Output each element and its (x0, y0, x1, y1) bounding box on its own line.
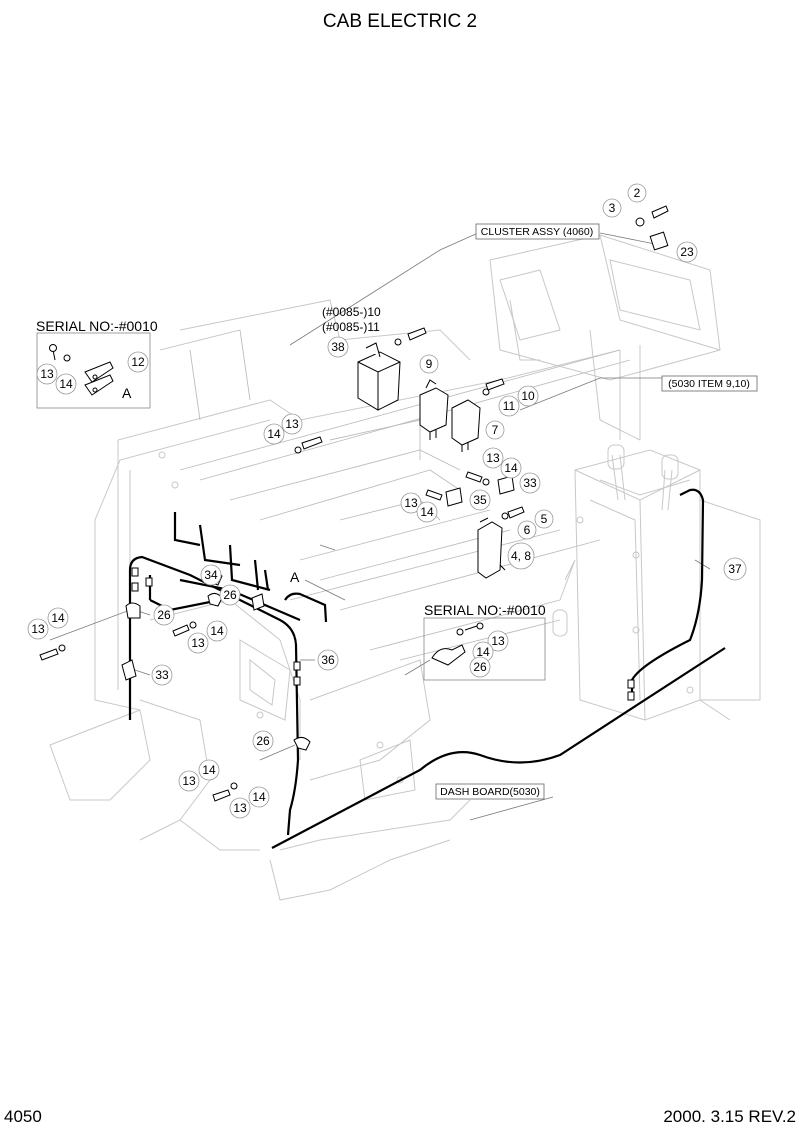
callout-5: 5 (541, 512, 548, 526)
callout-13-b: 13 (486, 451, 500, 465)
callout-2: 2 (634, 186, 641, 200)
note-dash-board: DASH BOARD(5030) (435, 783, 545, 800)
callout-14-e: 14 (51, 611, 65, 625)
callout-26-b: 26 (157, 608, 171, 622)
view-a-label-left: A (290, 569, 300, 585)
callout-23: 23 (680, 245, 694, 259)
callout-7: 7 (492, 423, 499, 437)
callout-14-d: 14 (210, 624, 224, 638)
callout-6: 6 (524, 523, 531, 537)
callout-14-inset: 14 (59, 377, 73, 391)
callout-13-mid: 13 (491, 634, 505, 648)
callout-12: 12 (131, 355, 145, 369)
callout-26-a: 26 (223, 588, 237, 602)
callout-35: 35 (473, 493, 487, 507)
callout-36: 36 (321, 653, 335, 667)
svg-text:CLUSTER ASSY (4060): CLUSTER ASSY (4060) (481, 226, 593, 238)
callout-13-c: 13 (404, 496, 418, 510)
callout-26-c: 26 (256, 734, 270, 748)
callout-13-g: 13 (233, 801, 247, 815)
callout-37: 37 (728, 562, 742, 576)
serial-callout-10: (#0085-)10 (322, 305, 381, 319)
callout-14-a: 14 (267, 427, 281, 441)
relay-4-8 (477, 517, 506, 579)
note-item-ref: (5030 ITEM 9,10) (661, 375, 758, 392)
callout-13-f: 13 (182, 774, 196, 788)
callout-14-b: 14 (504, 461, 518, 475)
callout-14-f: 14 (202, 763, 216, 777)
callout-9: 9 (426, 357, 433, 371)
callout-10: 10 (521, 389, 535, 403)
callout-34: 34 (204, 568, 218, 582)
callout-13-e: 13 (31, 622, 45, 636)
relay-38 (357, 342, 401, 411)
callout-3: 3 (609, 201, 616, 215)
diagram-title: CAB ELECTRIC 2 (323, 11, 477, 32)
callout-13-d: 13 (191, 636, 205, 650)
view-a-label-inset: A (122, 385, 132, 401)
callout-14-g: 14 (252, 790, 266, 804)
page-number: 4050 (4, 1107, 42, 1126)
serial-inset-mid (423, 617, 546, 681)
note-cluster-assy: CLUSTER ASSY (4060) (475, 223, 600, 240)
callout-14-c: 14 (420, 505, 434, 519)
callout-13-a: 13 (285, 417, 299, 431)
callout-33-a: 33 (523, 476, 537, 490)
serial-inset-top (36, 332, 151, 409)
callout-13-inset: 13 (40, 367, 54, 381)
revision-date: 2000. 3.15 REV.2 (663, 1107, 796, 1126)
callout-33-b: 33 (155, 668, 169, 682)
serial-callout-11: (#0085-)11 (322, 320, 380, 334)
callout-14-mid: 14 (476, 645, 490, 659)
svg-text:(5030 ITEM 9,10): (5030 ITEM 9,10) (668, 378, 750, 390)
relay-7 (451, 399, 481, 452)
svg-text:DASH BOARD(5030): DASH BOARD(5030) (440, 786, 540, 798)
callout-26-mid: 26 (473, 660, 487, 674)
callouts: 2 3 23 38 9 10 11 7 12 13 14 14 13 13 14… (27, 183, 747, 819)
serial-note-mid: SERIAL NO:-#0010 (424, 602, 546, 618)
callout-4-8: 4, 8 (511, 549, 531, 563)
relay-9 (419, 379, 449, 440)
callout-11: 11 (503, 399, 516, 413)
cab-frame-outline (49, 234, 761, 901)
serial-note-top: SERIAL NO:-#0010 (36, 318, 158, 334)
callout-38: 38 (331, 340, 345, 354)
